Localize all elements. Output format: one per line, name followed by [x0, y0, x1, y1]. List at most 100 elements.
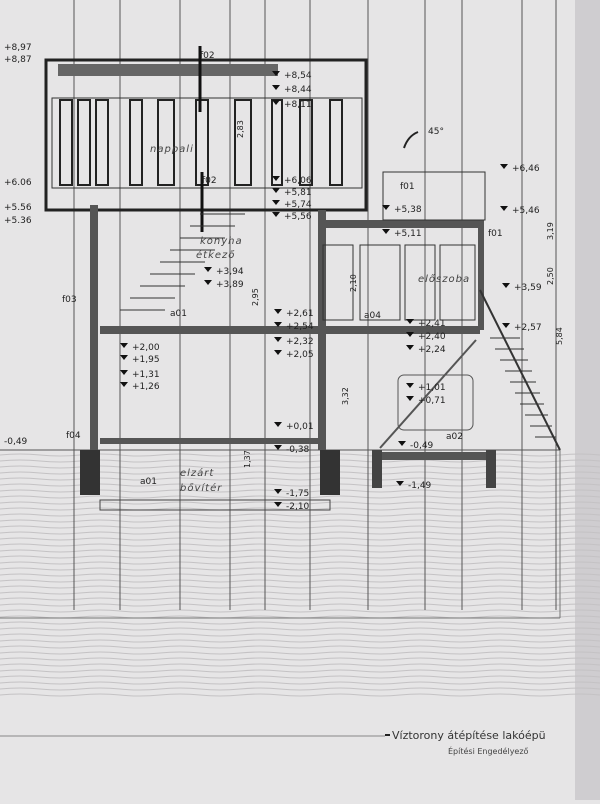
level-marker: +8,44: [284, 85, 312, 95]
level-triangle-icon: [406, 396, 414, 401]
hatch-line: [0, 561, 600, 565]
hatch-line: [0, 687, 600, 691]
drawing-subtitle: Építési Engedélyező: [448, 745, 529, 756]
level-marker: +5,56: [284, 212, 312, 222]
level-marker: -1,49: [408, 481, 432, 491]
hatch-line: [0, 531, 600, 535]
car-outline: [397, 374, 474, 431]
hatch-line: [0, 525, 600, 529]
room-label-living: nappali: [150, 144, 194, 155]
hatch-line: [0, 585, 600, 589]
tag: a02: [446, 432, 463, 442]
hatch-line: [0, 549, 600, 553]
level-marker: +5,38: [394, 205, 422, 215]
level-marker: -0,49: [410, 441, 434, 451]
dimension: 5,84: [555, 327, 564, 345]
level-marker: +5,46: [512, 206, 540, 216]
hatch-line: [0, 633, 600, 637]
level-marker: +0,71: [418, 396, 446, 406]
room-label-kitchen: konyha: [200, 236, 243, 247]
level-marker: +3,94: [216, 267, 244, 277]
tag: f03: [62, 295, 77, 305]
hatch-line: [0, 609, 600, 613]
grid-lines: [73, 0, 557, 610]
rotation-arrow-icon: [403, 131, 419, 149]
hall-doors: [322, 171, 486, 321]
hatch-line: [0, 543, 600, 547]
level-triangle-icon: [274, 422, 282, 427]
level-triangle-icon: [406, 319, 414, 324]
level-triangle-icon: [272, 176, 280, 181]
level-triangle-icon: [500, 206, 508, 211]
level-triangle-icon: [502, 323, 510, 328]
hatch-line: [0, 669, 600, 673]
level-marker: +5,74: [284, 200, 312, 210]
level-triangle-icon: [272, 100, 280, 105]
dimension: 2,50: [546, 267, 555, 285]
level-triangle-icon: [274, 502, 282, 507]
level-marker: +2,00: [132, 343, 160, 353]
level-triangle-icon: [274, 489, 282, 494]
hatch-line: [0, 621, 600, 625]
level-marker: +1,31: [132, 370, 160, 380]
level-triangle-icon: [406, 332, 414, 337]
tag: f02: [202, 176, 217, 186]
level-marker: +2,54: [286, 322, 314, 332]
dimension: 1,37: [243, 450, 252, 468]
level-triangle-icon: [406, 345, 414, 350]
level-triangle-icon: [272, 188, 280, 193]
dimension: 2,95: [251, 288, 260, 306]
level-marker: +5,81: [284, 188, 312, 198]
level-marker: +2,32: [286, 337, 314, 347]
hatch-line: [0, 573, 600, 577]
hatch-line: [0, 513, 600, 517]
level-marker: +8,54: [284, 71, 312, 81]
level-triangle-icon: [204, 267, 212, 272]
room-label-closed: elzárt: [180, 467, 214, 479]
level-marker: +1,01: [418, 383, 446, 393]
level-marker: -2,10: [286, 502, 310, 512]
hatch-line: [0, 603, 600, 607]
level-marker: -0,38: [286, 445, 310, 455]
level-triangle-icon: [120, 355, 128, 360]
level-marker: +8,97: [4, 43, 32, 53]
dimension: 3,32: [341, 387, 350, 405]
room-label-extension: bővítér: [180, 482, 222, 494]
hatch-line: [0, 657, 600, 661]
upper-floor: [44, 46, 368, 232]
level-marker: +5.36: [4, 216, 32, 226]
level-marker: +1,26: [132, 382, 160, 392]
dimension: 2,10: [349, 274, 358, 292]
angle-label: 45°: [428, 127, 444, 137]
level-marker: -0,49: [4, 437, 28, 447]
hatch-line: [0, 579, 600, 583]
hatch-line: [0, 495, 600, 499]
level-triangle-icon: [396, 481, 404, 486]
hatch-line: [0, 693, 600, 697]
hatch-line: [0, 681, 600, 685]
level-triangle-icon: [406, 383, 414, 388]
hatch-line: [0, 675, 600, 679]
stairs: [120, 213, 556, 438]
level-marker: +5.56: [4, 203, 32, 213]
level-marker: +8,11: [284, 100, 312, 110]
hatch-line: [0, 651, 600, 655]
tag: a01: [170, 309, 187, 319]
dimension: 3,19: [546, 222, 555, 240]
level-marker: +3,59: [514, 283, 542, 293]
level-triangle-icon: [274, 337, 282, 342]
hatch-line: [0, 663, 600, 667]
hatch-line: [0, 639, 600, 643]
level-triangle-icon: [272, 71, 280, 76]
hatch-line: [0, 537, 600, 541]
level-marker: +5,11: [394, 229, 422, 239]
hatch-line: [0, 645, 600, 649]
room-label-dining: étkező: [196, 249, 235, 261]
dimension: 2,83: [236, 120, 245, 138]
level-triangle-icon: [274, 350, 282, 355]
level-triangle-icon: [274, 322, 282, 327]
tag: f02: [200, 51, 215, 61]
level-marker: +3,89: [216, 280, 244, 290]
